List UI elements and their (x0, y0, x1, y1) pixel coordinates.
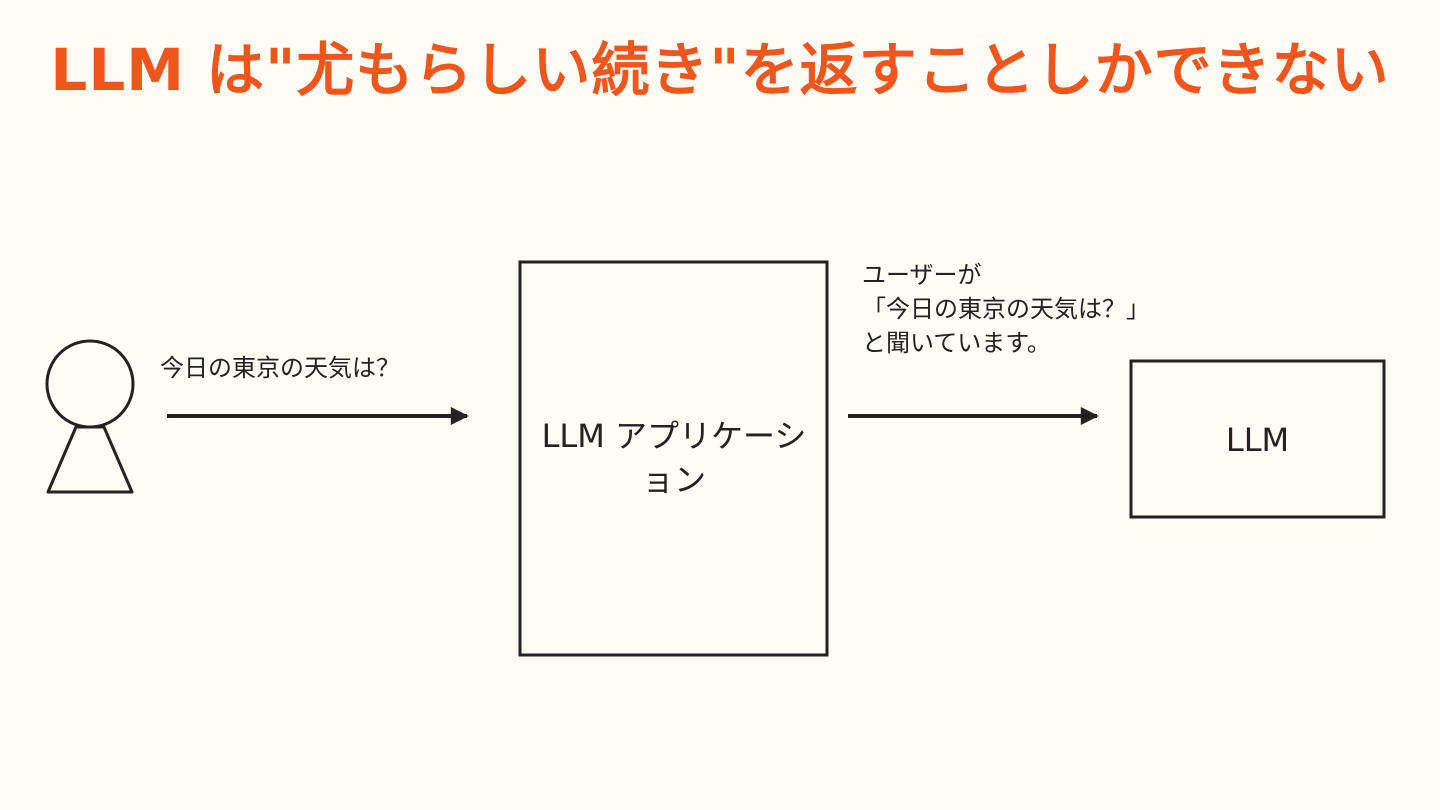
app-box (518, 260, 829, 657)
llm-box-label: LLM (1225, 420, 1290, 459)
forwarded-line-1: ユーザーが (862, 261, 982, 289)
person-icon (45, 339, 135, 494)
user-question-label: 今日の東京の天気は？ (160, 354, 400, 382)
slide-title: LLM は"尤もらしい続き"を返すことしかできない (50, 36, 1390, 104)
app-box-label: LLM アプリケーション (541, 417, 807, 499)
forwarded-message-label: ユーザーが 「今日の東京の天気は？」 と聞いています。 (862, 258, 1150, 360)
person-head (45, 339, 135, 429)
llm-box (1129, 359, 1386, 519)
forwarded-line-2: 「今日の東京の天気は？」 (862, 295, 1150, 323)
forwarded-line-3: と聞いています。 (862, 329, 1051, 357)
person-body (46, 425, 134, 494)
